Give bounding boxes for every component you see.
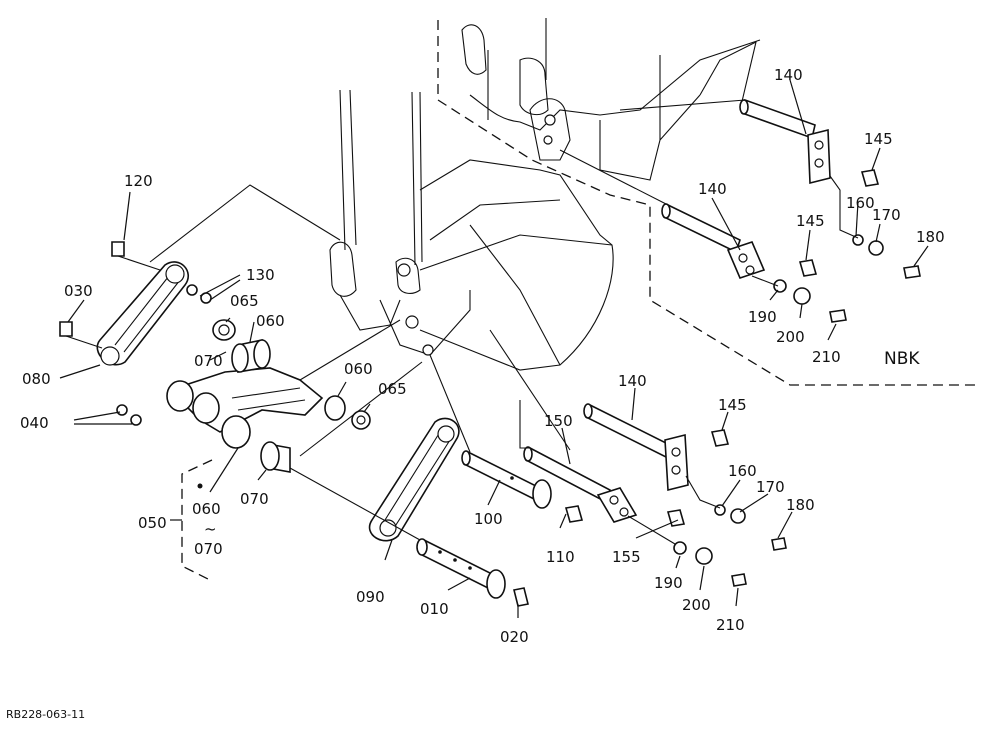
pin-010 [419,538,497,592]
bushes [166,319,371,473]
bush-065-right [351,410,371,430]
callout-160-lower: 160 [728,462,757,480]
callout-040: 040 [20,414,49,432]
callout-200-middle: 200 [776,328,805,346]
callout-030: 030 [64,282,93,300]
callout-145-lower: 145 [718,396,747,414]
nbk-variant-outline [437,20,980,386]
callout-020: 020 [500,628,529,646]
callout-160-upper: 160 [846,194,875,212]
callout-190-middle: 190 [748,308,777,326]
callout-140-lower: 140 [618,372,647,390]
bush-060-right [324,395,346,421]
callout-070-upper: 070 [194,352,223,370]
nbk-label: NBK [884,349,920,369]
callout-060-right: 060 [344,360,373,378]
callout-145-middle: 145 [796,212,825,230]
callout-180-upper: 180 [916,228,945,246]
callout-100: 100 [474,510,503,528]
callout-155: 155 [612,548,641,566]
callout-080: 080 [22,370,51,388]
range-tilde: ~ [204,520,217,538]
callout-labels: 120 130 030 080 040 065 060 070 060 065 … [20,66,945,646]
callout-140-upper: 140 [774,66,803,84]
callout-060-upper: 060 [256,312,285,330]
callout-200-lower: 200 [682,596,711,614]
callout-170-upper: 170 [872,206,901,224]
pins [416,98,831,599]
middle-bucket [329,89,614,371]
pin-plate-lower [664,433,689,492]
callout-050: 050 [138,514,167,532]
callout-210-lower: 210 [716,616,745,634]
callout-130: 130 [246,266,275,284]
callout-210-middle: 210 [812,348,841,366]
callout-090: 090 [356,588,385,606]
callout-070-lower: 070 [240,490,269,508]
bush-070-lower [260,441,291,473]
callout-190-lower: 190 [654,574,683,592]
range-from: 060 [192,500,221,518]
bush-070-left [166,380,251,449]
callout-065-upper: 065 [230,292,259,310]
callout-110: 110 [546,548,575,566]
bush-060-upper [231,339,271,373]
link-090 [368,417,460,542]
drawing-number: RB228-063-11 [6,708,85,721]
range-to: 070 [194,540,223,558]
pin-140-upper [741,98,816,140]
callout-010: 010 [420,600,449,618]
links [96,261,460,542]
callout-170-lower: 170 [756,478,785,496]
bush-065-upper [212,319,236,341]
callout-120: 120 [124,172,153,190]
pin-140-lower [585,403,671,459]
callout-150: 150 [544,412,573,430]
callout-145-upper: 145 [864,130,893,148]
upper-bucket-assembly [461,18,761,181]
callout-140-middle: 140 [698,180,727,198]
fasteners [59,169,921,607]
callout-180-lower: 180 [786,496,815,514]
leader-lines [59,79,929,618]
pin-plate-upper [807,128,831,185]
callout-065-right: 065 [378,380,407,398]
